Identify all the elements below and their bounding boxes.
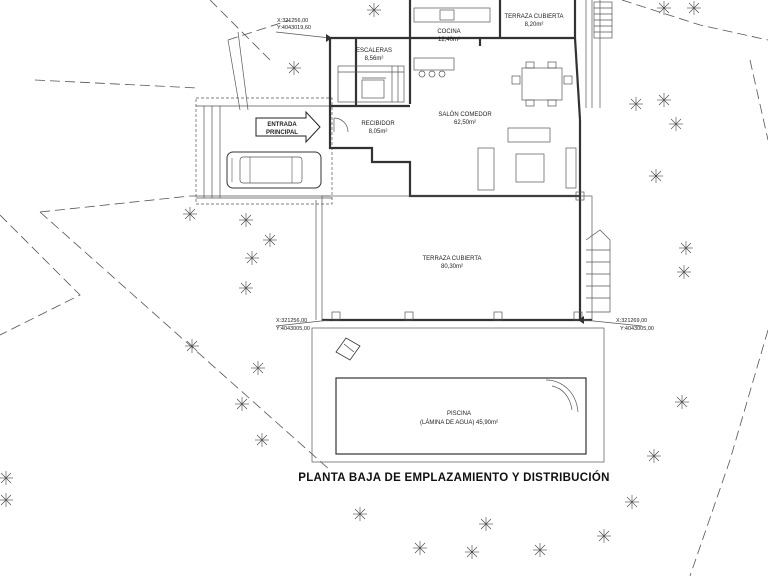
room-salon-area: 62,50m² bbox=[454, 120, 476, 126]
room-terraza-main-area: 80,30m² bbox=[441, 264, 463, 270]
room-escaleras-area: 8,56m² bbox=[365, 56, 384, 62]
entrance-line1: ENTRADA bbox=[267, 122, 297, 128]
pool-name: PISCINA bbox=[447, 411, 471, 417]
room-recibidor-area: 8,05m² bbox=[369, 129, 388, 135]
room-cocina-name: COCINA bbox=[437, 29, 460, 35]
stairs-right bbox=[585, 229, 611, 313]
coord-bottom-left-y: Y:4043005,00 bbox=[276, 326, 310, 332]
room-salon-name: SALÓN COMEDOR bbox=[438, 111, 492, 118]
coord-bottom-right-y: Y:4043005,00 bbox=[620, 326, 654, 332]
kitchen-furniture bbox=[413, 7, 491, 78]
room-terraza-top-area: 8,20m² bbox=[525, 22, 544, 28]
drawing-title: PLANTA BAJA DE EMPLAZAMIENTO Y DISTRIBUC… bbox=[298, 471, 610, 484]
covered-terrace bbox=[315, 191, 593, 322]
coord-bottom-right-x: X:321269,00 bbox=[616, 318, 647, 324]
entrance-platform bbox=[190, 97, 333, 205]
living-sofas bbox=[477, 127, 577, 191]
stairs-top bbox=[593, 1, 613, 39]
stairs-interior bbox=[337, 65, 405, 103]
lounge-chair-icon bbox=[335, 337, 361, 361]
entrance-line2: PRINCIPAL bbox=[266, 130, 298, 136]
coord-bottom-left-x: X:321256,00 bbox=[276, 318, 307, 324]
trees bbox=[0, 1, 701, 559]
room-terraza-main-name: TERRAZA CUBIERTA bbox=[422, 256, 481, 262]
entrance-arrow-icon bbox=[255, 110, 321, 144]
coordinate-markers bbox=[275, 31, 643, 327]
coord-top-y: Y:4043019,60 bbox=[277, 25, 311, 31]
room-terraza-top-name: TERRAZA CUBIERTA bbox=[504, 14, 563, 20]
room-recibidor-name: RECIBIDOR bbox=[361, 121, 395, 127]
pool-area-label: (LÁMINA DE AGUA) 45,90m² bbox=[420, 419, 498, 426]
car-icon bbox=[226, 151, 322, 189]
room-cocina-area: 12,40m² bbox=[438, 37, 460, 43]
dining-table bbox=[511, 61, 573, 107]
coord-top-x: X:321256,00 bbox=[277, 18, 308, 24]
pool-area bbox=[311, 327, 605, 463]
room-escaleras-name: ESCALERAS bbox=[356, 48, 392, 54]
